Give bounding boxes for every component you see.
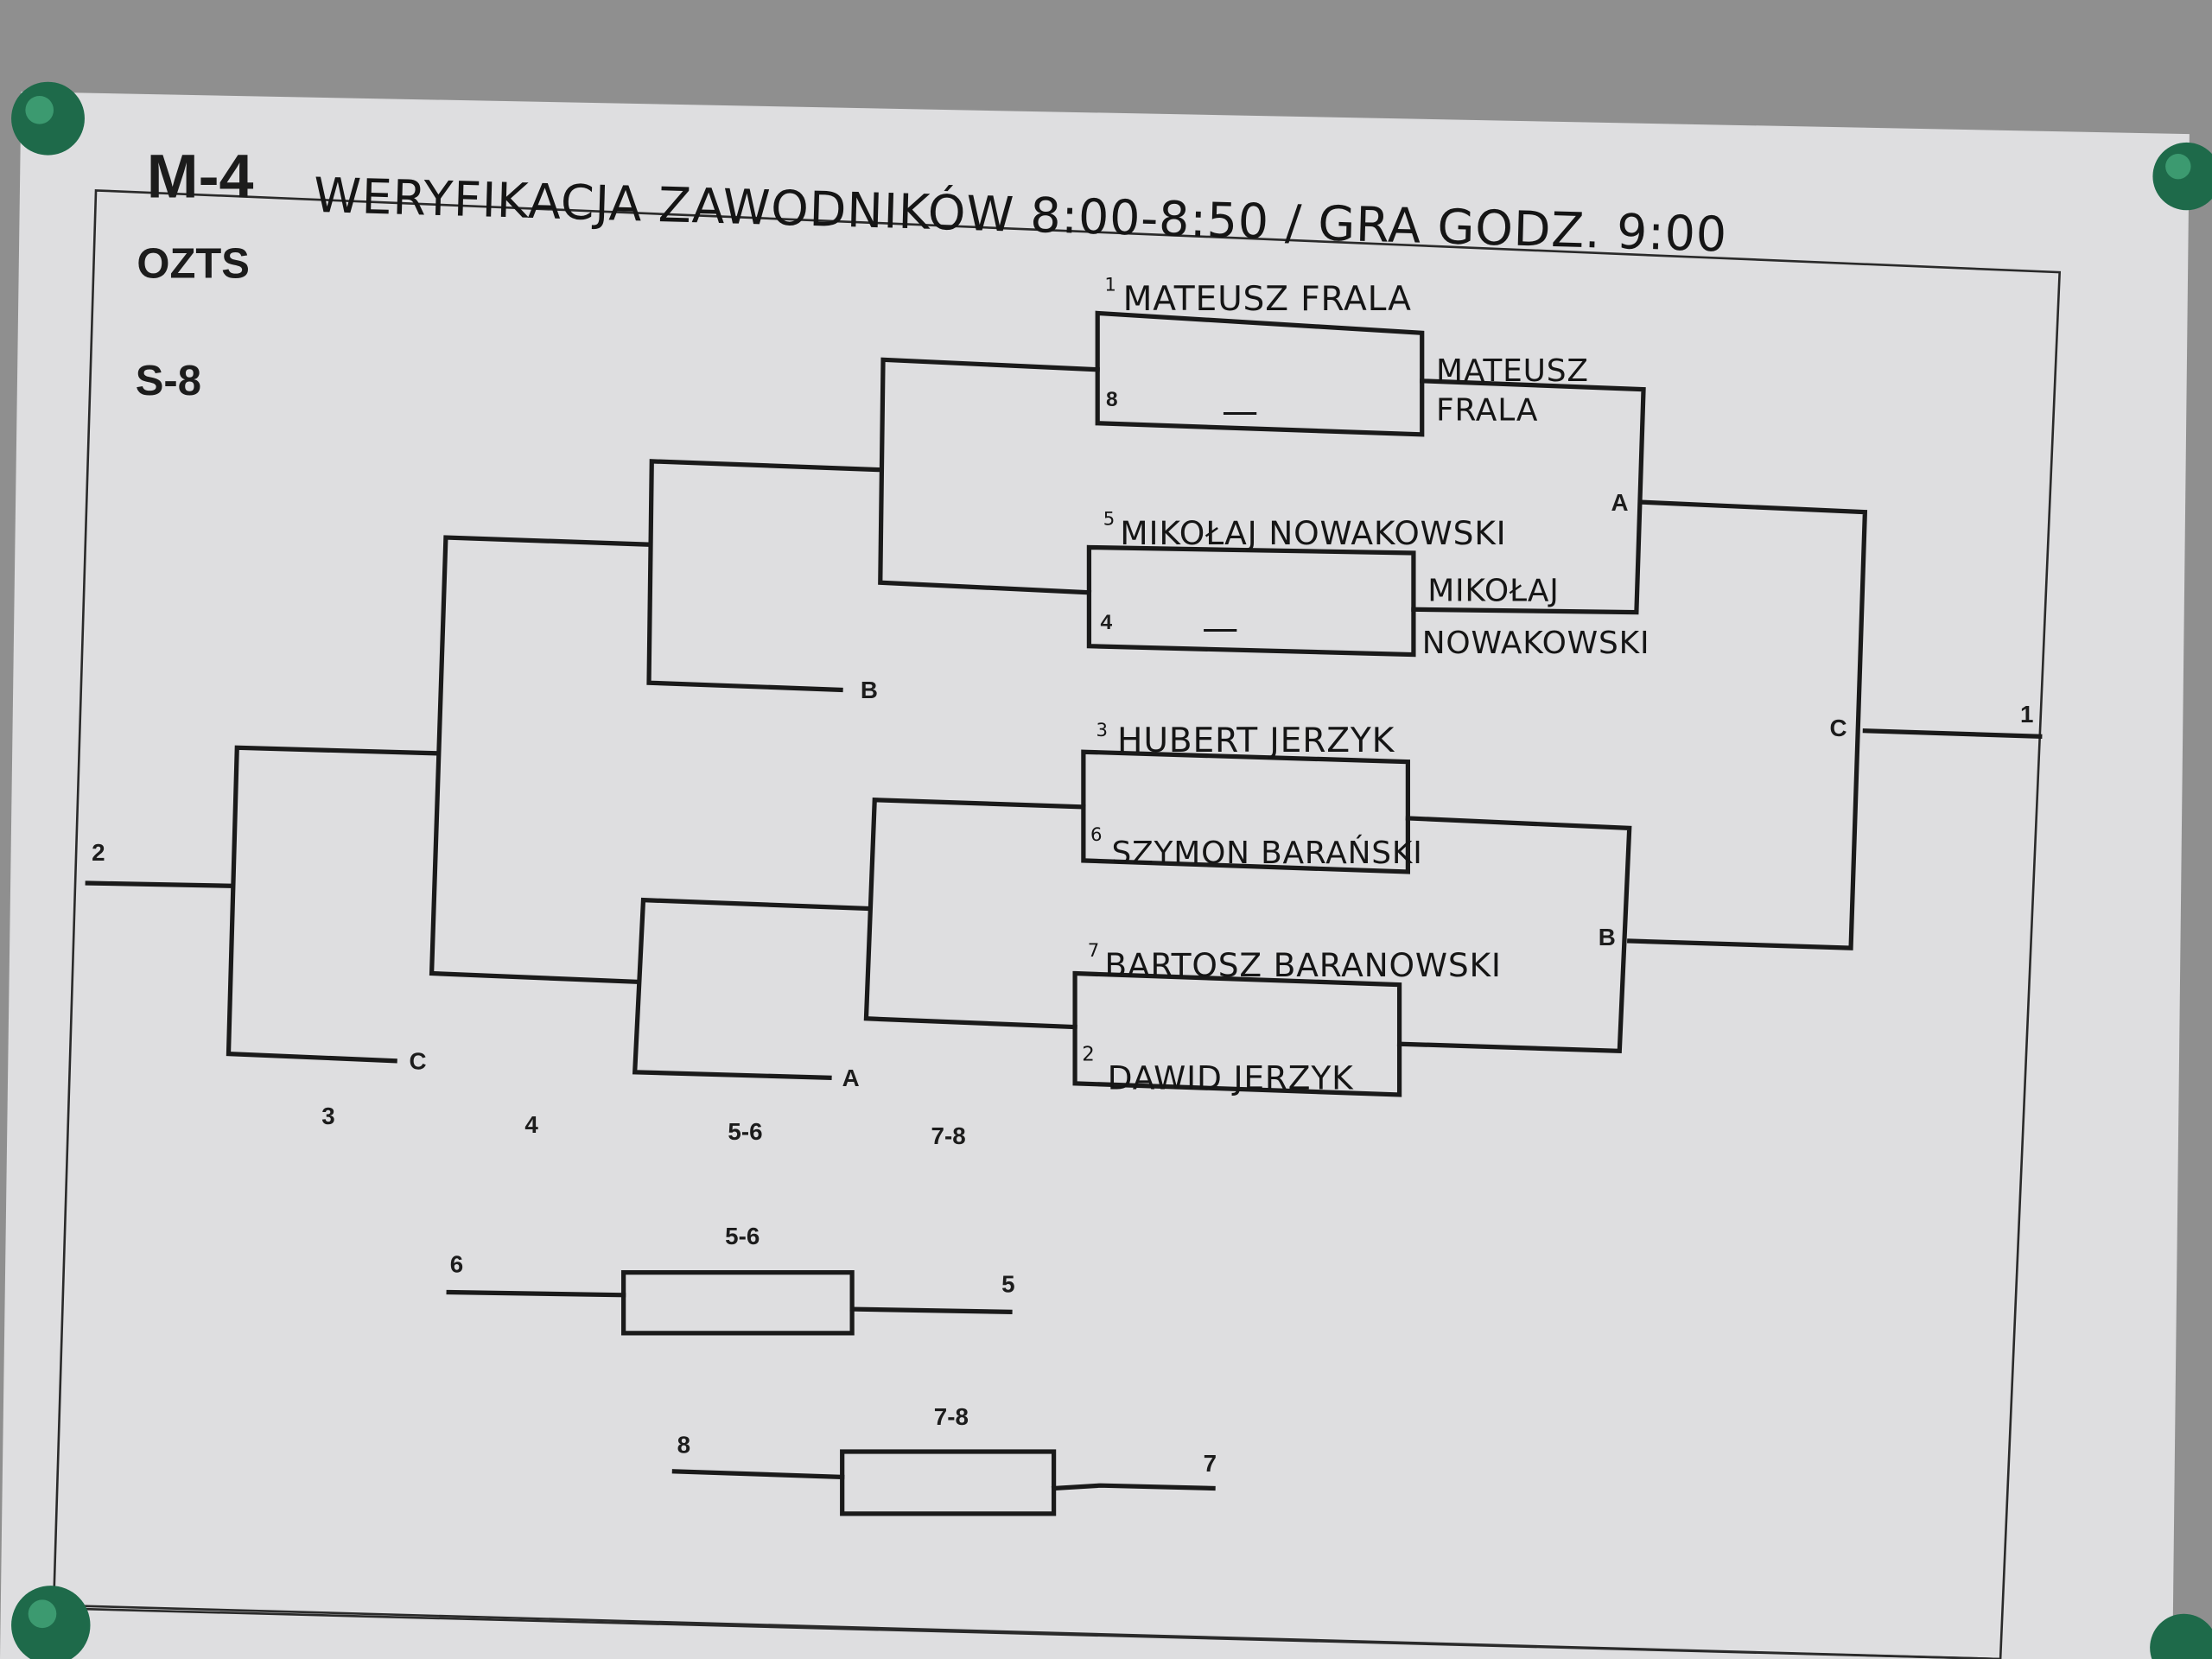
match-3: HUBERT JERZYK 3 SZYMON BARAŃSKI 6 [1081,720,1423,874]
pin-icon [2152,142,2212,211]
seed-number: 3 [1096,720,1109,741]
semifinal-a-connector [1411,378,1646,615]
sheet-code: M-4 [147,143,254,212]
placement-right-label: 5 [1001,1271,1014,1298]
champion-line [1862,728,2043,739]
paper-sheet [0,92,2190,1659]
second-place-line [85,880,236,888]
semifinal-label: A [1611,489,1628,516]
placement-left-label: 8 [677,1432,690,1459]
consolation-connector [646,459,883,693]
match-box [1086,544,1416,658]
pin-icon [11,81,85,156]
format-label: S-8 [136,358,201,404]
organizer-label: OZTS [137,241,250,288]
placement-match-7-8: 7-8 8 7 [671,1403,1217,1516]
semifinal-label: B [1599,924,1616,950]
seed-number: 4 [1100,611,1112,634]
seed-number: 8 [1106,388,1118,411]
seed-number: 6 [1090,824,1103,846]
match-box [1072,970,1402,1097]
winner-last-name: NOWAKOWSKI [1422,626,1650,661]
player-name: MIKOŁAJ NOWAKOWSKI [1120,514,1506,552]
consolation-label-c: C [409,1048,426,1075]
first-place-label: 1 [2020,701,2033,728]
sheet-border [52,189,2062,1659]
placement-title: 7-8 [934,1403,969,1430]
placement-title: 5-6 [725,1223,760,1249]
player-name: MATEUSZ FRALA [1123,280,1412,319]
consolation-label-b: B [861,677,878,703]
seed-number: 2 [1082,1044,1095,1066]
pin-icon [11,1586,91,1659]
seed-number: 7 [1088,940,1100,962]
place-column-label: 4 [524,1111,538,1138]
consolation-label-a: A [842,1065,860,1091]
player-name: SZYMON BARAŃSKI [1112,835,1423,871]
pin-icon [2150,1613,2212,1659]
place-column-label: 5-6 [728,1118,762,1145]
consolation-connector [632,897,869,1081]
semifinal-b-connector [1396,816,1632,1054]
placement-left-label: 6 [450,1251,463,1278]
match-box [621,1270,855,1336]
consolation-connector [863,798,1086,1030]
match-box [840,1449,1057,1516]
consolation-connector [226,745,440,1064]
placement-match-5-6: 5-6 6 5 [446,1223,1015,1336]
player-name: BARTOSZ BARANOWSKI [1104,946,1501,984]
final-label: C [1830,715,1847,741]
winner-last-name: FRALA [1436,393,1538,429]
sheet-border-bottom [59,1604,2001,1659]
seed-number: 1 [1104,274,1116,296]
place-column-label: 7-8 [931,1122,966,1149]
placement-right-label: 7 [1204,1450,1217,1477]
place-column-label: 3 [321,1103,334,1129]
winner-first-name: MATEUSZ [1436,353,1589,389]
match-score: — [1202,607,1239,650]
final-connector [1627,499,1868,950]
player-name: HUBERT JERZYK [1117,721,1395,760]
match-box [1081,749,1410,874]
winner-first-name: MIKOŁAJ [1427,574,1559,609]
match-4: BARTOSZ BARANOWSKI 7 DAWID JERZYK 2 [1072,940,1501,1097]
match-1: MATEUSZ FRALA 1 8 — [1095,274,1425,437]
match-score: — [1222,391,1259,433]
match-2: MIKOŁAJ NOWAKOWSKI 5 4 — [1086,508,1506,658]
player-name: DAWID JERZYK [1108,1058,1354,1096]
match-box [1095,310,1425,437]
seed-number: 5 [1103,508,1116,530]
second-place-label: 2 [92,839,105,866]
